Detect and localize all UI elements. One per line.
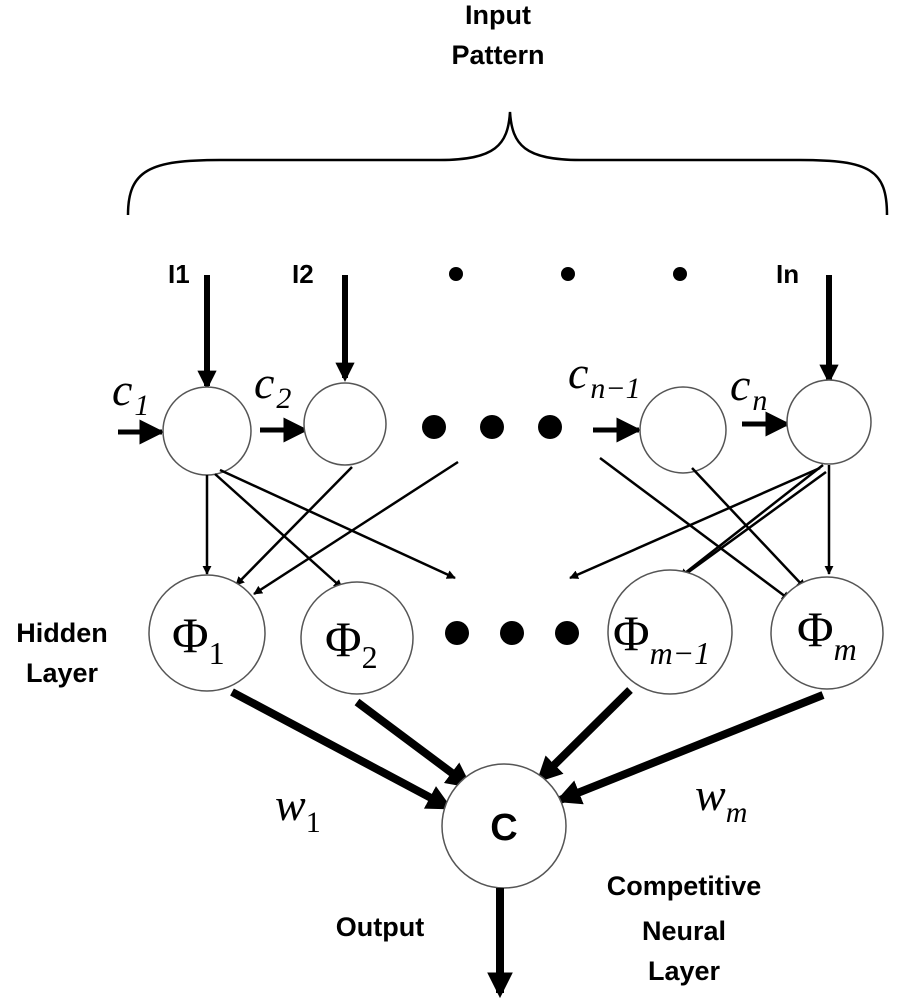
node-ellipsis-dot xyxy=(422,415,446,439)
hidden-label-m: Φm xyxy=(797,601,857,667)
input-node-n-minus-1 xyxy=(639,386,727,474)
input-ellipsis-dot xyxy=(449,267,463,281)
hidden-ellipsis-dot xyxy=(445,621,469,645)
hidden-node-1 xyxy=(148,574,266,692)
output-label: Output xyxy=(336,912,424,942)
input-label-n: In xyxy=(776,259,799,289)
node-ellipsis-dot xyxy=(480,415,504,439)
hidden-label-2: Φ2 xyxy=(325,611,378,675)
input-node-2 xyxy=(303,382,387,466)
connection-arrow xyxy=(599,456,791,602)
input-ellipsis-dot xyxy=(561,267,575,281)
center-label-n-minus-1: cn−1 xyxy=(568,347,641,405)
connection-arrow xyxy=(253,460,459,596)
connection-arrow xyxy=(235,466,353,586)
hidden-node-m xyxy=(770,576,884,690)
input-pattern-label-line1: Input xyxy=(465,0,531,30)
hidden-ellipsis-dot xyxy=(555,621,579,645)
input-node-1 xyxy=(162,386,252,476)
hidden-layer-label-line1: Hidden xyxy=(16,618,108,648)
input-node-n xyxy=(786,379,872,465)
hidden-node-m-minus-1 xyxy=(607,569,733,695)
node-ellipsis-dot xyxy=(538,415,562,439)
weight-arrow-2 xyxy=(354,698,473,789)
weight-label-1: w1 xyxy=(275,779,321,839)
connection-arrow xyxy=(219,468,456,580)
input-brace xyxy=(126,111,889,216)
weight-arrow-m xyxy=(555,691,825,805)
connection-arrow xyxy=(214,473,343,589)
hidden-label-m-minus-1: Φm−1 xyxy=(613,605,710,671)
hidden-node-2 xyxy=(300,581,414,695)
weight-arrow-1 xyxy=(230,688,453,811)
competitive-layer-label-line2: Neural xyxy=(642,916,726,946)
connection-arrow xyxy=(679,464,824,578)
center-label-2: c2 xyxy=(254,357,291,415)
competitive-layer-label-line1: Competitive xyxy=(607,871,762,901)
input-pattern-label-line2: Pattern xyxy=(451,40,544,70)
connection-arrow xyxy=(569,466,821,580)
competitive-layer-label-line3: Layer xyxy=(648,956,721,986)
input-ellipsis-dot xyxy=(673,267,687,281)
hidden-layer-label-line2: Layer xyxy=(26,658,99,688)
weight-arrow-m-minus-1 xyxy=(536,687,633,783)
hidden-label-1: Φ1 xyxy=(172,607,225,671)
hidden-ellipsis-dot xyxy=(500,621,524,645)
input-label-1: I1 xyxy=(168,259,190,289)
weight-label-m: wm xyxy=(695,769,747,829)
output-node-label: C xyxy=(490,807,517,849)
center-label-1: c1 xyxy=(112,364,149,422)
center-label-n: cn xyxy=(730,359,767,417)
input-label-2: I2 xyxy=(292,259,314,289)
